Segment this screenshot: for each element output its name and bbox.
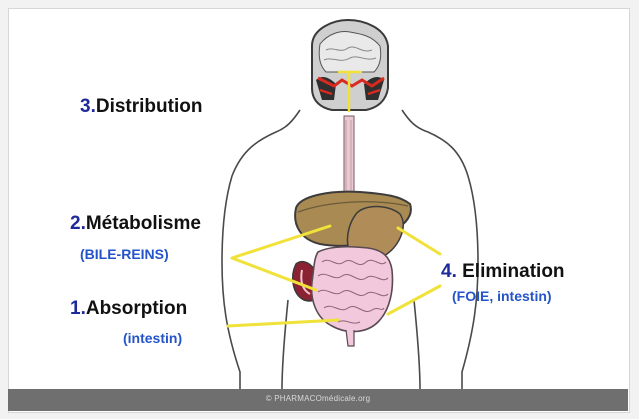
distribution-label: 3.Distribution xyxy=(80,96,202,118)
metabolism-text: Métabolisme xyxy=(86,213,201,234)
intestine-icon xyxy=(312,247,393,346)
metabolism-number: 2. xyxy=(70,213,86,234)
brain-icon xyxy=(312,20,388,112)
elimination-sublabel: (FOIE, intestin) xyxy=(452,288,552,304)
absorption-label: 1.Absorption xyxy=(70,298,187,320)
absorption-number: 1. xyxy=(70,298,86,319)
absorption-arrow xyxy=(228,320,338,326)
elimination-text: Elimination xyxy=(457,261,565,282)
footer-credit: © PHARMACOmédicale.org xyxy=(8,394,628,403)
esophagus-icon xyxy=(344,116,354,196)
distribution-number: 3. xyxy=(80,96,96,117)
absorption-text: Absorption xyxy=(86,298,187,319)
elimination-number: 4. xyxy=(441,261,457,282)
metabolism-label: 2.Métabolisme xyxy=(70,213,201,235)
distribution-text: Distribution xyxy=(96,96,203,117)
elimination-arrow-liver xyxy=(398,228,440,254)
elimination-label: 4. Elimination xyxy=(441,261,565,283)
footer-bar: © PHARMACOmédicale.org xyxy=(8,389,628,411)
metabolism-sublabel: (BILE-REINS) xyxy=(80,246,169,262)
absorption-sublabel: (intestin) xyxy=(123,330,182,346)
elimination-arrow-intestine xyxy=(388,286,440,314)
